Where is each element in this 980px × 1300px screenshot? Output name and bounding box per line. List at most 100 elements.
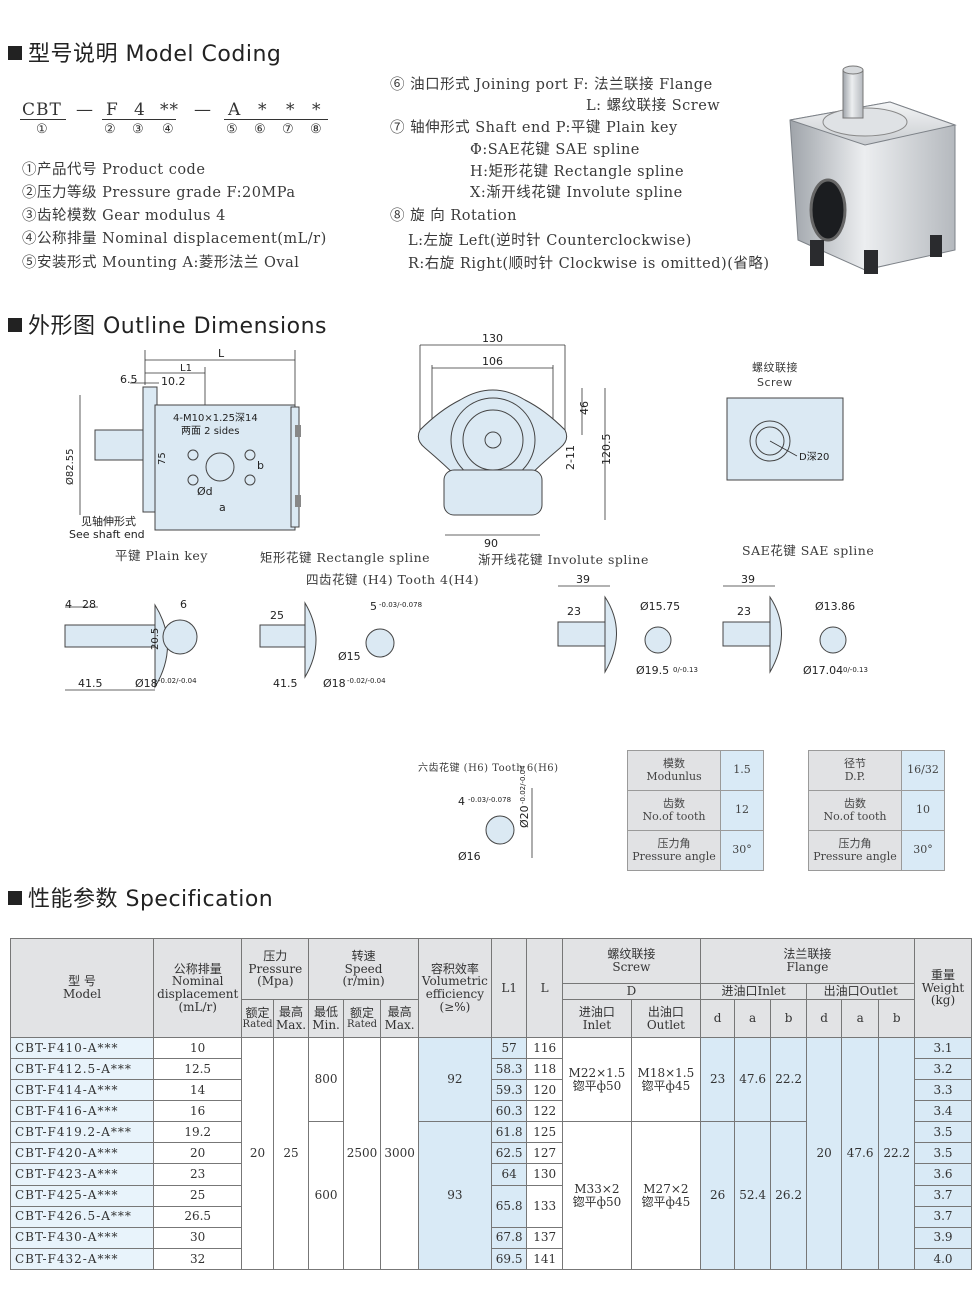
dim-label: 130: [482, 332, 503, 345]
section-title-spec: 性能参数 Specification: [8, 881, 273, 913]
dim-label: b: [257, 459, 264, 472]
dim-label: 0/-0.13: [673, 666, 698, 674]
dim-label: 106: [482, 355, 503, 368]
coding-item: H:矩形花键 Rectangle spline: [470, 164, 685, 180]
coding-item: ④公称排量 Nominal displacement(mL/r): [22, 231, 327, 247]
plain-key-drawing: 4 28 6 20.5 41.5 Ø18 -0.02/-0.04: [64, 598, 198, 691]
rect-spline-drawing: 25 5 -0.03/-0.078 Ø15 41.5 Ø18 -0.02/-0.…: [259, 600, 422, 690]
shaft-label: 渐开线花键 Involute spline: [478, 552, 649, 567]
dim-label: 46: [578, 401, 591, 415]
dim-label: L1: [180, 363, 192, 374]
dim-label: 41.5: [273, 677, 298, 690]
sae-spline-drawing: 39 23 Ø13.86 Ø17.04 0/-0.13: [722, 573, 868, 677]
pump-photo: [789, 65, 957, 274]
dim-label: Ø13.86: [815, 600, 855, 613]
dim-label: 120.5: [600, 434, 613, 466]
code-dash: —: [76, 100, 94, 120]
coding-item: ⑥ 油口形式 Joining port F: 法兰联接 Flange: [390, 77, 713, 93]
dim-label: 4-M10×1.25深14: [173, 412, 258, 424]
dim-label: 25: [270, 609, 284, 622]
code-star: *: [258, 100, 268, 120]
involute-spline-drawing: 39 23 Ø15.75 Ø19.5 0/-0.13: [557, 573, 698, 677]
dim-label: 两面 2 sides: [181, 426, 239, 437]
dim-label: 6.5: [120, 373, 138, 386]
code-num: ⑥: [254, 122, 267, 137]
dim-label: Ø19.5: [636, 664, 669, 677]
dim-label: Ø20: [518, 805, 531, 828]
coding-item: X:渐开线花键 Involute spline: [470, 185, 683, 201]
dim-label: 4: [458, 795, 465, 808]
coding-item: ②压力等级 Pressure grade F:20MPa: [22, 185, 296, 201]
code-cbt: CBT: [22, 100, 62, 120]
coding-item: ①产品代号 Product code: [22, 162, 206, 178]
dim-label: 23: [567, 605, 581, 618]
dim-label: a: [219, 501, 226, 514]
dim-label: 见轴伸形式: [81, 514, 136, 528]
screw-title: Screw: [757, 376, 793, 389]
code-star: *: [312, 100, 322, 120]
coding-item: ⑦ 轴伸形式 Shaft end P:平键 Plain key: [390, 120, 678, 136]
dim-label: 20.5: [150, 628, 161, 650]
screw-title: 螺纹联接: [752, 361, 798, 374]
shaft-label: 平键 Plain key: [115, 548, 208, 563]
code-num: ①: [36, 122, 49, 137]
dim-label: 0/-0.13: [843, 666, 868, 674]
coding-item: R:右旋 Right(顺时针 Clockwise is omitted)(省略): [408, 256, 770, 272]
dim-label: Ød: [197, 485, 213, 498]
shaft-label: SAE花键 SAE spline: [742, 543, 875, 558]
dim-label: 5: [370, 600, 377, 613]
dim-label: -0.03/-0.078: [379, 601, 422, 609]
code-num: ③: [132, 122, 145, 137]
dim-label: Ø18: [323, 677, 346, 690]
h6-spline-drawing: 4 -0.03/-0.078 Ø20 -0.02/-0.04 Ø16: [458, 765, 533, 863]
dim-label: Ø16: [458, 850, 481, 863]
dim-label: 75: [157, 452, 168, 465]
screw-port-drawing: D深20: [726, 397, 844, 481]
section-title-model-coding: 型号说明 Model Coding: [8, 36, 281, 68]
dim-label: D深20: [799, 451, 829, 463]
model-code: CBT — F 4 ** — A * * * ① ② ③ ④ ⑤ ⑥ ⑦ ⑧: [20, 100, 340, 142]
dim-label: See shaft end: [69, 528, 145, 541]
code-star: *: [286, 100, 296, 120]
dim-label: 6: [180, 598, 187, 611]
code-a: A: [228, 100, 242, 120]
code-num: ⑦: [282, 122, 295, 137]
code-f: F: [106, 100, 119, 120]
dim-label: 41.5: [78, 677, 103, 690]
coding-item: L:左旋 Left(逆时针 Counterclockwise): [408, 233, 692, 249]
code-num: ②: [104, 122, 117, 137]
dim-label: Ø82.55: [64, 449, 76, 486]
shaft-label: 六齿花键 (H6) Tooth 6(H6): [418, 763, 559, 774]
dim-label: Ø18: [135, 677, 158, 690]
dim-label: 23: [737, 605, 751, 618]
coding-item: ⑧ 旋 向 Rotation: [390, 208, 517, 224]
dim-label: 90: [484, 537, 498, 550]
dim-label: 10.2: [161, 375, 186, 388]
shaft-label: 矩形花键 Rectangle spline: [260, 550, 431, 565]
code-num: ④: [162, 122, 175, 137]
coding-item: L: 螺纹联接 Screw: [586, 98, 721, 114]
front-view-drawing: 130 106 46 120.5 2-11 90: [417, 332, 613, 550]
dim-label: 28: [82, 598, 96, 611]
dim-label: Ø17.04: [803, 664, 843, 677]
dim-label: -0.03/-0.078: [468, 796, 511, 804]
coding-item: ③齿轮模数 Gear modulus 4: [22, 208, 226, 224]
dim-label: 4: [65, 598, 72, 611]
dim-label: Ø15.75: [640, 600, 680, 613]
dim-label: Ø15: [338, 650, 361, 663]
code-stars: **: [160, 100, 179, 120]
dim-label: 39: [741, 573, 755, 586]
dim-label: -0.02/-0.04: [519, 765, 527, 804]
coding-item: Φ:SAE花键 SAE spline: [470, 142, 640, 158]
